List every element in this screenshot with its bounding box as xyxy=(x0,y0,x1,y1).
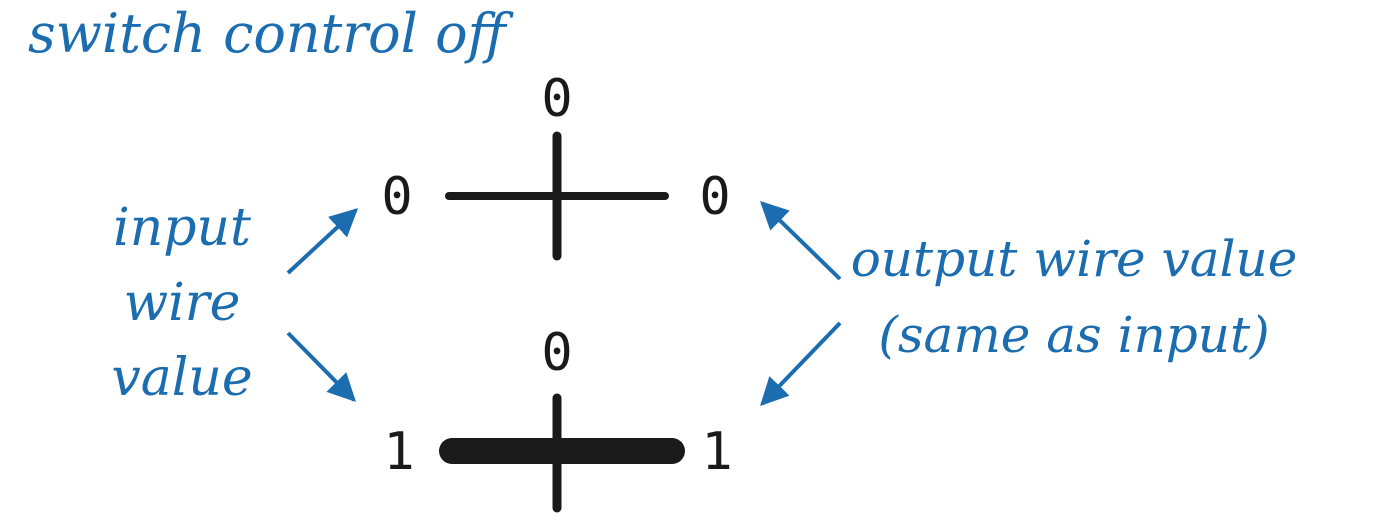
input-label: input wire value xyxy=(111,198,252,408)
output-arrow-bottom xyxy=(760,321,842,407)
input-arrow-top xyxy=(286,208,359,275)
control-value-bottom: 0 xyxy=(541,323,572,383)
output-arrow-top xyxy=(759,201,842,281)
output-value-top: 0 xyxy=(699,167,730,227)
output-label-line-1: output wire value xyxy=(851,230,1298,288)
input-arrow-bottom xyxy=(286,331,356,402)
input-label-line-2: wire xyxy=(124,273,241,333)
control-value-top: 0 xyxy=(541,69,572,129)
output-label: output wire value (same as input) xyxy=(851,230,1298,364)
switch-bottom: 0 1 1 xyxy=(383,323,733,513)
switch-top: 0 0 0 xyxy=(381,69,731,261)
output-value-bottom: 1 xyxy=(701,422,732,482)
output-label-line-2: (same as input) xyxy=(878,306,1269,364)
input-label-line-3: value xyxy=(111,348,252,408)
input-value-bottom: 1 xyxy=(383,422,414,482)
input-label-line-1: input xyxy=(113,198,251,258)
input-value-top: 0 xyxy=(381,167,412,227)
diagram-title: switch control off xyxy=(28,2,514,65)
